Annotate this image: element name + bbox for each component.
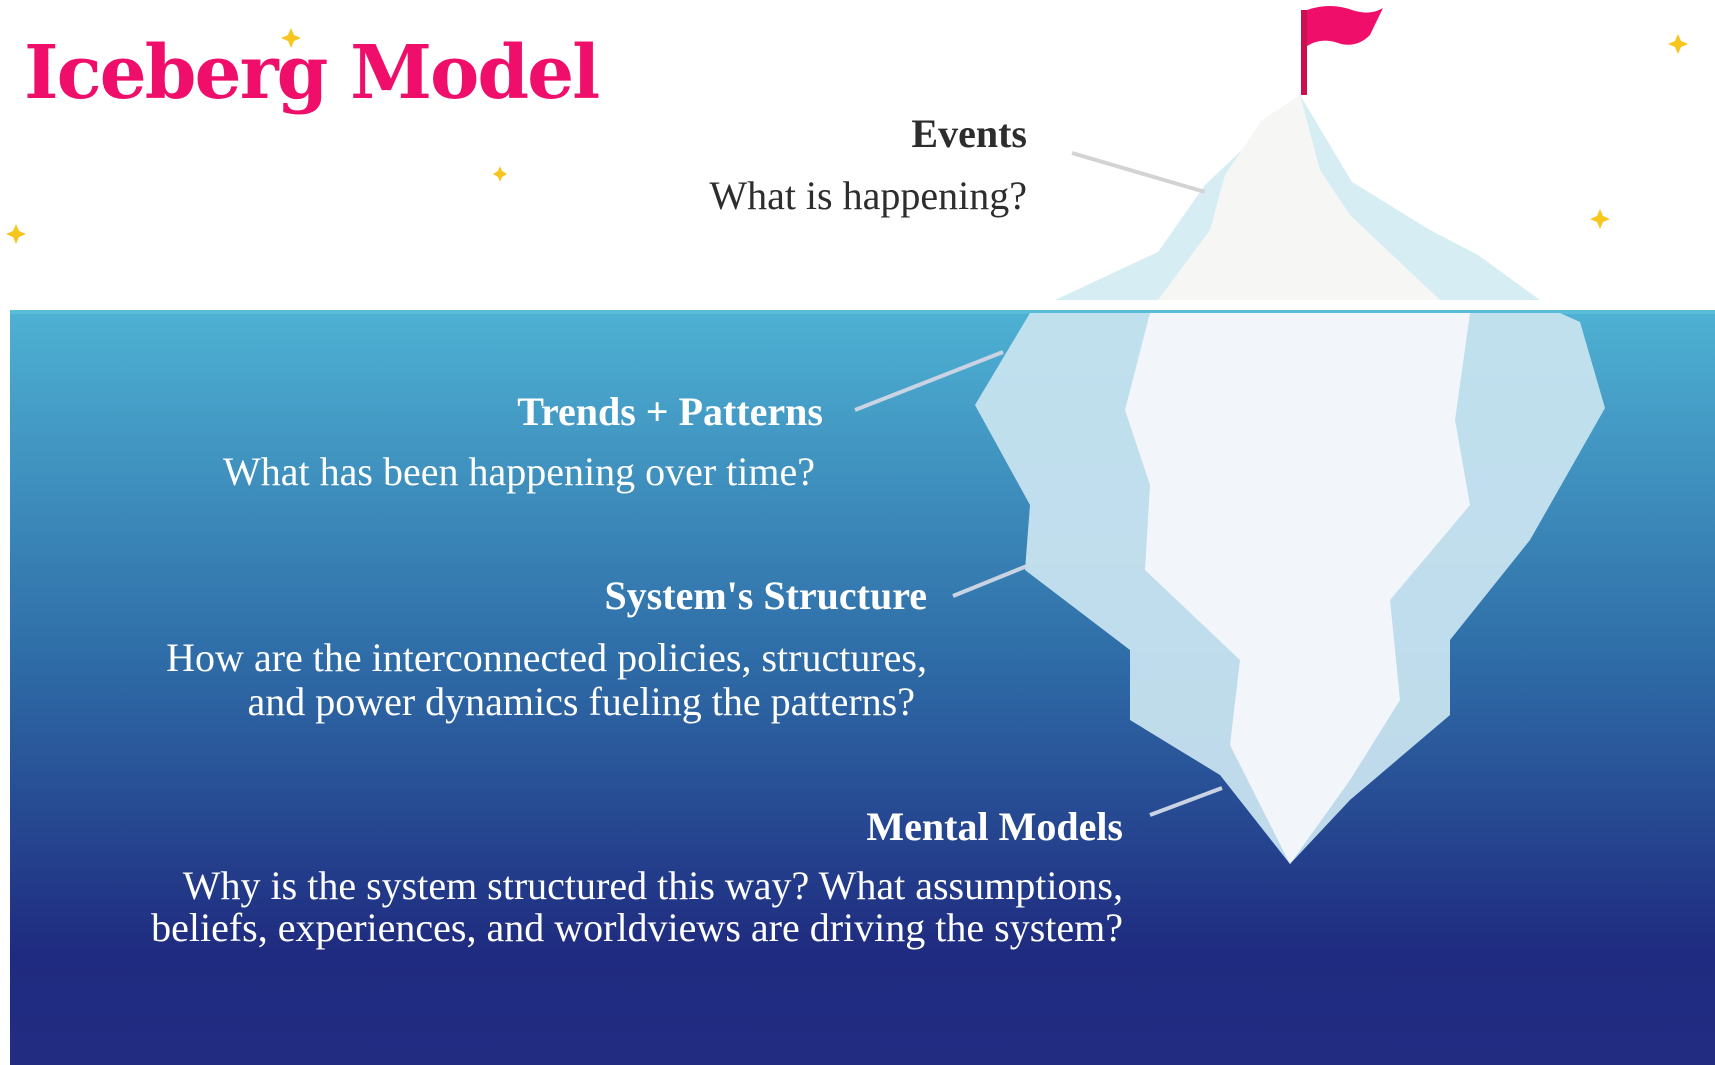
flag-pole (1301, 10, 1307, 95)
water-surface-line (10, 310, 1715, 314)
trends-leader-line (854, 350, 1004, 412)
trends-question: What has been happening over time? (223, 449, 815, 494)
star-icon (493, 166, 507, 182)
events-leader-line (1071, 151, 1206, 194)
star-icon (281, 28, 301, 48)
mental-heading: Mental Models (866, 804, 1123, 849)
mental-question-line1: Why is the system structured this way? W… (182, 863, 1123, 908)
structure-leader-line (952, 564, 1028, 598)
star-icon (6, 224, 26, 244)
star-icon (1668, 34, 1688, 54)
iceberg-underwater-core (1125, 313, 1470, 864)
structure-question-line1: How are the interconnected policies, str… (166, 635, 927, 680)
events-heading: Events (911, 111, 1027, 156)
structure-question-line2: and power dynamics fueling the patterns? (247, 679, 915, 724)
flag-icon (1307, 6, 1383, 46)
mental-leader-line (1149, 786, 1223, 817)
mental-question-line2: beliefs, experiences, and worldviews are… (151, 905, 1123, 950)
events-question: What is happening? (709, 173, 1027, 218)
structure-heading: System's Structure (604, 573, 927, 618)
star-icon (1590, 209, 1610, 229)
page-title: Iceberg Model (24, 30, 600, 116)
iceberg-tip-core (1158, 95, 1440, 300)
trends-heading: Trends + Patterns (517, 389, 823, 434)
